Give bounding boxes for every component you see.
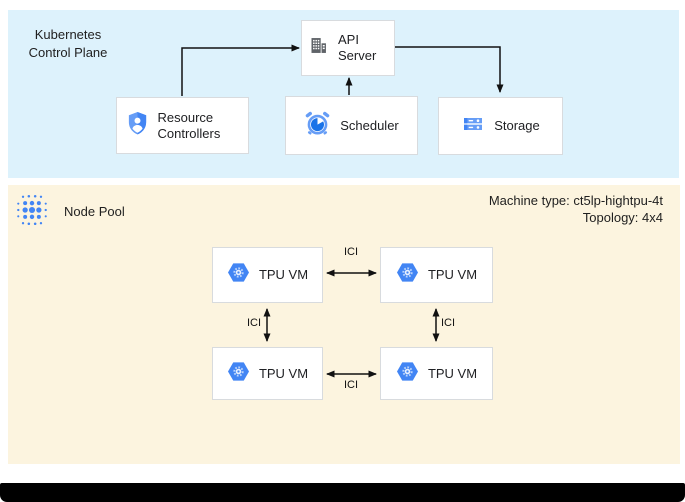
ici-label-left: ICI xyxy=(246,317,261,329)
tpu-hexagon-icon xyxy=(227,262,250,288)
tpu-vm-node-top-left: TPU VM xyxy=(212,247,323,303)
window-bottom-bar xyxy=(0,483,685,502)
tpu-vm-label: TPU VM xyxy=(258,365,309,381)
node-pool-title: Node Pool xyxy=(64,204,125,219)
api-server-node: API Server xyxy=(301,20,395,76)
api-server-label: API Server xyxy=(338,32,377,63)
tpu-hexagon-icon xyxy=(396,262,419,288)
resource-controllers-node: Resource Controllers xyxy=(116,97,249,154)
resource-controllers-label: Resource Controllers xyxy=(157,109,221,141)
topology-text: Topology: 4x4 xyxy=(582,210,663,225)
tpu-vm-label: TPU VM xyxy=(258,267,309,283)
machine-info: Machine type: ct5lp-hightpu-4t Topology:… xyxy=(489,192,663,226)
tpu-vm-node-bottom-left: TPU VM xyxy=(212,347,323,400)
ici-label-right: ICI xyxy=(441,317,456,329)
storage-disks-icon xyxy=(461,112,485,141)
tpu-hexagon-icon xyxy=(227,361,250,387)
node-pool-icon xyxy=(13,191,51,234)
scheduler-label: Scheduler xyxy=(340,117,399,133)
storage-node: Storage xyxy=(438,97,563,155)
ici-label-bottom: ICI xyxy=(343,379,359,391)
control-plane-title: Kubernetes Control Plane xyxy=(28,27,108,61)
tpu-vm-label: TPU VM xyxy=(427,267,478,283)
ici-label-top: ICI xyxy=(343,246,359,258)
scheduler-node: Scheduler xyxy=(285,96,418,155)
tpu-hexagon-icon xyxy=(396,361,419,387)
tpu-vm-node-top-right: TPU VM xyxy=(380,247,493,303)
building-icon xyxy=(308,35,329,61)
tpu-vm-node-bottom-right: TPU VM xyxy=(380,347,493,400)
node-pool-panel xyxy=(8,185,680,464)
storage-label: Storage xyxy=(494,118,540,134)
machine-type-text: Machine type: ct5lp-hightpu-4t xyxy=(488,193,663,208)
shield-user-icon xyxy=(126,111,149,141)
tpu-vm-label: TPU VM xyxy=(427,365,478,381)
alarm-clock-icon xyxy=(304,110,331,142)
